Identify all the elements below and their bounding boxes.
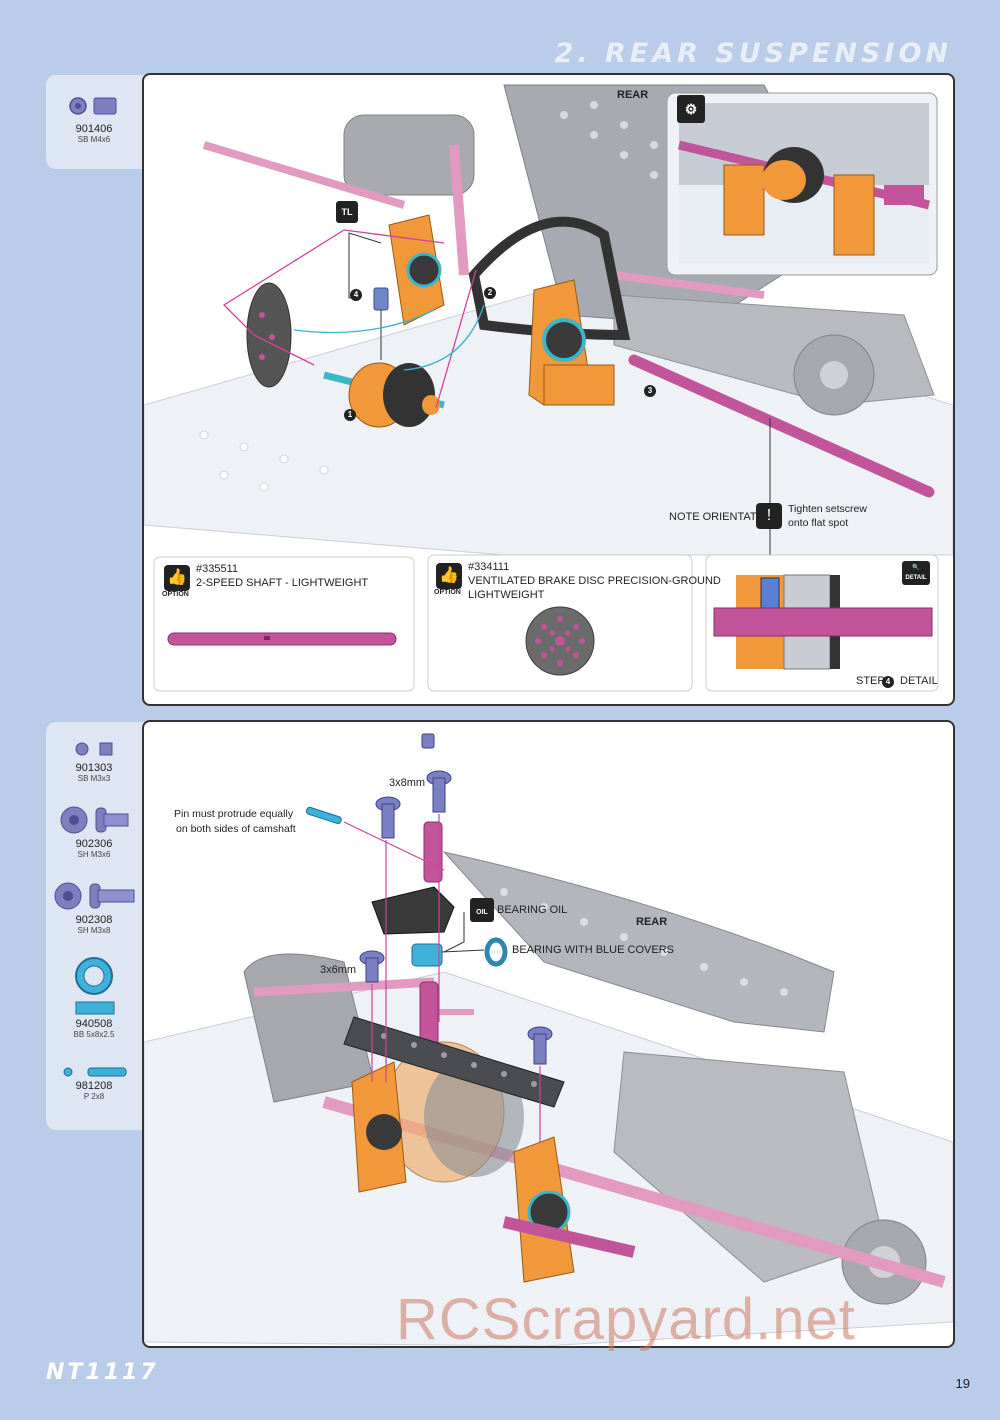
- part-code: 902306: [75, 838, 113, 850]
- option-tag: OPTION: [162, 591, 189, 598]
- bearing-blue-covers-label: BEARING WITH BLUE COVERS: [512, 944, 674, 956]
- set-screw-icon: [75, 742, 113, 756]
- part-901406: 901406 SB M4x6: [46, 95, 142, 144]
- watermark: RCScrapyard.net: [396, 1287, 856, 1352]
- camshaft-assembly-illustration: [144, 733, 953, 1346]
- detail-badge-label: DETAIL: [905, 575, 927, 581]
- option1-name: 2-SPEED SHAFT - LIGHTWEIGHT: [196, 577, 369, 589]
- part-desc: SB M4x6: [77, 135, 111, 144]
- rear-label: REAR: [636, 916, 668, 928]
- screw-icon: [69, 97, 117, 115]
- threadlock-icon: TL: [336, 201, 358, 223]
- page-number: 19: [955, 1376, 970, 1391]
- step-number-2: 2: [484, 287, 496, 299]
- part-desc: BB 5x8x2.5: [73, 1030, 115, 1039]
- screw-size-3x6-label: 3x6mm: [320, 964, 357, 976]
- cap-screw-icon: [54, 882, 135, 910]
- option2-name-line2: LIGHTWEIGHT: [468, 589, 545, 601]
- pin-note-line2: on both sides of camshaft: [176, 823, 296, 835]
- part-desc: SB M3x3: [77, 774, 111, 783]
- thumbs-up-icon: 👍: [164, 565, 190, 591]
- step-number-3: 3: [644, 385, 656, 397]
- part-code: 901406: [75, 123, 113, 135]
- cap-screw-icon: [60, 806, 129, 834]
- thumbs-up-icon: 👍: [436, 563, 462, 589]
- detail-word: DETAIL: [900, 675, 938, 687]
- pin-icon: [63, 1067, 127, 1077]
- part-desc: P 2x8: [83, 1092, 105, 1101]
- tool-icon: ⚙: [677, 95, 705, 123]
- screw-size-3x8-label: 3x8mm: [389, 777, 426, 789]
- oil-icon: OIL: [470, 898, 494, 922]
- bearing-oil-label: BEARING OIL: [497, 904, 568, 916]
- part-code: 902308: [75, 914, 113, 926]
- step-number-4: 4: [350, 289, 362, 301]
- part-code: 940508: [75, 1018, 113, 1030]
- detail-step-number: 4: [882, 676, 894, 688]
- part-desc: SH M3x6: [77, 850, 111, 859]
- part-940508: 940508 BB 5x8x2.5: [46, 956, 142, 1039]
- part-code: 901303: [75, 762, 113, 774]
- section-title: 2. REAR SUSPENSION: [554, 38, 952, 69]
- warning-icon: !: [756, 503, 782, 529]
- part-code: 981208: [75, 1080, 113, 1092]
- option2-name-line1: VENTILATED BRAKE DISC PRECISION-GROUND: [468, 575, 721, 587]
- part-902308: 902308 SH M3x8: [46, 880, 142, 935]
- bearing-icon: [75, 957, 115, 1015]
- parts-column-step1: 901406 SB M4x6: [46, 75, 144, 169]
- rear-label: REAR: [617, 89, 649, 101]
- tighten-note-line1: Tighten setscrew: [788, 503, 867, 515]
- step-number-1: 1: [344, 409, 356, 421]
- option1-number: #335511: [196, 563, 239, 575]
- brand-logo: NT1117: [46, 1360, 159, 1385]
- parts-column-step2: 901303 SB M3x3 902306 SH M3x6 902308 SH …: [46, 722, 144, 1130]
- step2-panel: 3x8mm 3x6mm Pin must protrude equally on…: [142, 720, 955, 1348]
- part-901303: 901303 SB M3x3: [46, 740, 142, 783]
- part-981208: 981208 P 2x8: [46, 1064, 142, 1101]
- note-orientation-label: NOTE ORIENTATION: [669, 511, 777, 523]
- step1-panel: REAR ⚙ TL 1 2 3 4 NOTE ORIENTATION ! Tig…: [142, 73, 955, 706]
- option-tag: OPTION: [434, 589, 461, 596]
- tighten-note-line2: onto flat spot: [788, 517, 849, 529]
- part-902306: 902306 SH M3x6: [46, 804, 142, 859]
- pin-note-line1: Pin must protrude equally: [174, 808, 294, 820]
- option2-number: #334111: [468, 561, 510, 573]
- detail-badge-icon: 🔍DETAIL: [902, 561, 930, 585]
- detail-step-word: STEP: [856, 675, 885, 687]
- rear-assembly-illustration: [144, 84, 953, 692]
- part-desc: SH M3x8: [77, 926, 111, 935]
